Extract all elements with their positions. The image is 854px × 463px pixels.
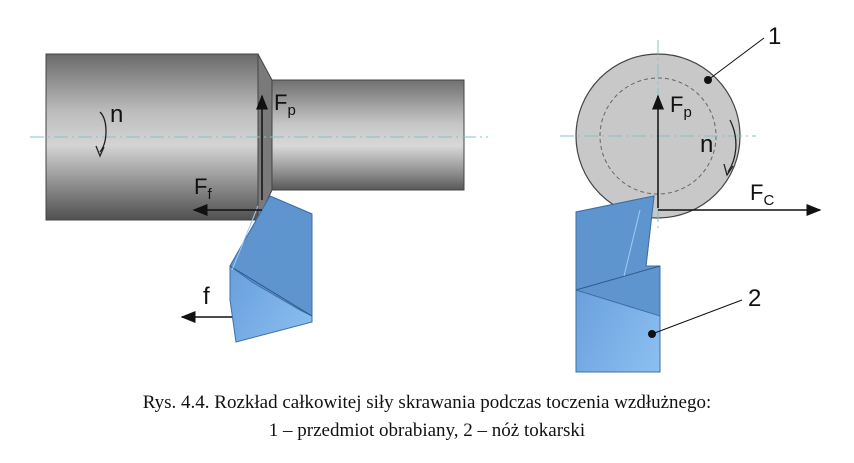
forces-right [651, 37, 822, 335]
rotation-arrow-left [99, 111, 107, 153]
tool-side-view [229, 195, 313, 343]
rotation-arrow-right [727, 119, 737, 173]
workpiece-side-view [30, 53, 488, 221]
cutting-force-diagram: n Fp Ff f Fp n FC 1 2 [30, 23, 822, 373]
leader-line-2 [651, 299, 743, 335]
label-ff: Ff [194, 174, 212, 203]
label-n-right: n [700, 131, 713, 158]
forces-left [180, 94, 268, 323]
leader-line-1 [707, 37, 765, 81]
label-fc: FC [750, 180, 774, 209]
label-fp-right: Fp [670, 92, 692, 121]
figure-caption-line-1: Rys. 4.4. Rozkład całkowitej siły skrawa… [142, 392, 712, 413]
figure-caption-line-2: 1 – przedmiot obrabiany, 2 – nóż tokarsk… [268, 420, 586, 441]
label-n-left: n [110, 101, 123, 128]
workpiece-small-diameter [271, 79, 465, 191]
label-feed-f: f [203, 283, 210, 310]
label-part-2: 2 [748, 285, 761, 312]
label-part-1: 1 [768, 23, 781, 50]
label-fp-left: Fp [274, 90, 296, 119]
tool-front-view [575, 195, 661, 373]
